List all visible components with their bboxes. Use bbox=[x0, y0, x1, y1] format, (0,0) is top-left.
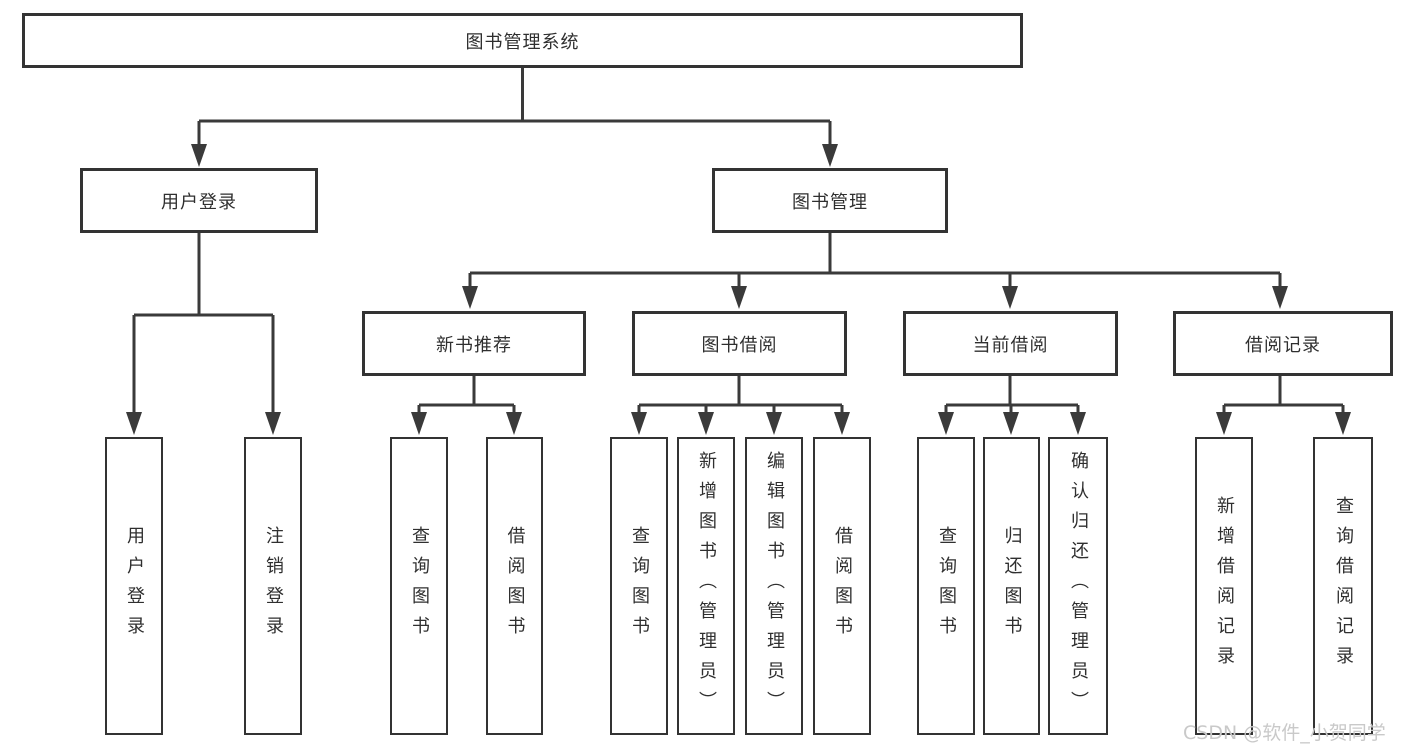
leaf-borrow-query-books-label: 查询图书 bbox=[629, 526, 650, 646]
connector-current-borrow-to-leaves bbox=[938, 376, 1086, 435]
leaf-borrow-borrow-books: 借阅图书 bbox=[813, 437, 871, 735]
watermark-text: CSDN @软件_小贺同学 bbox=[1183, 722, 1386, 744]
leaf-newbook-borrow-books-label: 借阅图书 bbox=[504, 526, 526, 646]
node-borrow-record-label: 借阅记录 bbox=[1245, 334, 1321, 356]
leaf-record-add-borrow-record-label: 新增借阅记录 bbox=[1214, 496, 1235, 676]
leaf-newbook-borrow-books: 借阅图书 bbox=[486, 437, 543, 735]
node-book-management: 图书管理 bbox=[712, 168, 948, 233]
leaf-borrow-query-books: 查询图书 bbox=[610, 437, 668, 735]
leaf-current-query-books-label: 查询图书 bbox=[936, 526, 957, 646]
node-current-borrow-label: 当前借阅 bbox=[972, 334, 1049, 356]
leaf-current-return-books-label: 归还图书 bbox=[1001, 526, 1023, 646]
leaf-borrow-edit-books-admin-label: 编辑图书（管理员） bbox=[764, 451, 785, 721]
leaf-current-confirm-return-admin: 确认归还（管理员） bbox=[1048, 437, 1108, 735]
leaf-record-query-borrow-record: 查询借阅记录 bbox=[1313, 437, 1373, 735]
leaf-logout: 注销登录 bbox=[244, 437, 302, 735]
connector-root-to-level2 bbox=[191, 68, 838, 167]
node-book-management-label: 图书管理 bbox=[792, 191, 868, 213]
leaf-borrow-add-books-admin-label: 新增图书（管理员） bbox=[696, 451, 717, 721]
leaf-logout-label: 注销登录 bbox=[263, 526, 284, 646]
leaf-current-query-books: 查询图书 bbox=[917, 437, 975, 735]
node-user-login: 用户登录 bbox=[80, 168, 318, 233]
leaf-user-login: 用户登录 bbox=[105, 437, 163, 735]
node-book-borrow: 图书借阅 bbox=[632, 311, 847, 376]
connector-new-book-to-leaves bbox=[411, 376, 522, 435]
leaf-current-return-books: 归还图书 bbox=[983, 437, 1040, 735]
node-user-login-label: 用户登录 bbox=[161, 191, 237, 213]
node-book-borrow-label: 图书借阅 bbox=[701, 334, 778, 356]
connector-book-management-to-sections bbox=[462, 233, 1288, 309]
leaf-borrow-edit-books-admin: 编辑图书（管理员） bbox=[745, 437, 803, 735]
leaf-current-confirm-return-admin-label: 确认归还（管理员） bbox=[1068, 451, 1089, 721]
leaf-user-login-label: 用户登录 bbox=[124, 526, 145, 646]
node-new-book-recommend: 新书推荐 bbox=[362, 311, 586, 376]
node-borrow-record: 借阅记录 bbox=[1173, 311, 1393, 376]
leaf-borrow-borrow-books-label: 借阅图书 bbox=[832, 526, 853, 646]
node-root-label: 图书管理系统 bbox=[465, 31, 580, 53]
leaf-borrow-add-books-admin: 新增图书（管理员） bbox=[677, 437, 735, 735]
leaf-newbook-query-books-label: 查询图书 bbox=[409, 526, 430, 646]
connector-user-login-to-leaves bbox=[126, 233, 281, 435]
node-new-book-recommend-label: 新书推荐 bbox=[436, 334, 512, 356]
leaf-record-query-borrow-record-label: 查询借阅记录 bbox=[1333, 496, 1354, 676]
node-current-borrow: 当前借阅 bbox=[903, 311, 1118, 376]
node-root: 图书管理系统 bbox=[22, 13, 1023, 68]
leaf-record-add-borrow-record: 新增借阅记录 bbox=[1195, 437, 1253, 735]
connector-borrow-record-to-leaves bbox=[1216, 376, 1351, 435]
leaf-newbook-query-books: 查询图书 bbox=[390, 437, 448, 735]
connector-book-borrow-to-leaves bbox=[631, 376, 850, 435]
